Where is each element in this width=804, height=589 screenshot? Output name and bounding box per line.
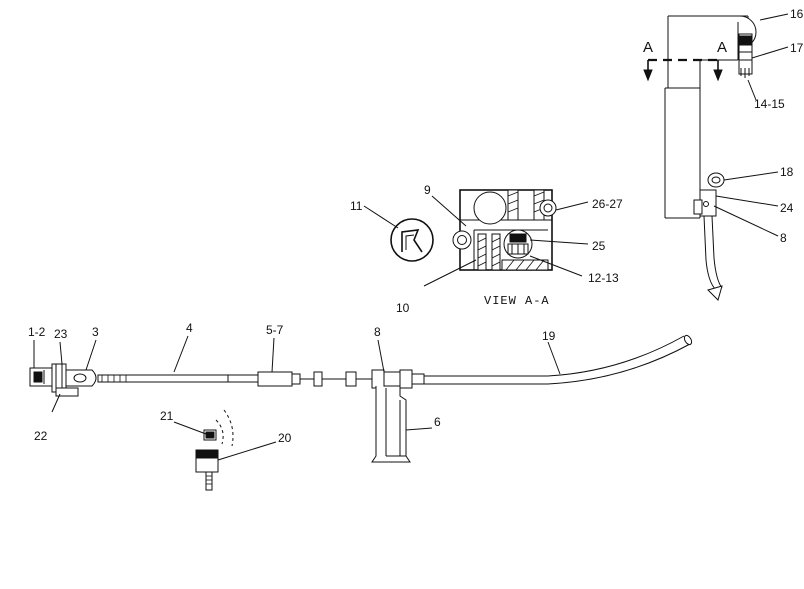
callout-18: 18 (780, 165, 794, 179)
callout-11: 11 (350, 199, 363, 213)
callout-14-15: 14-15 (754, 97, 785, 111)
callout-12-13: 12-13 (588, 271, 619, 285)
callout-19: 19 (542, 329, 556, 343)
callout-17: 17 (790, 41, 804, 55)
callout-5-7: 5-7 (266, 323, 284, 337)
main-leaders (33, 335, 561, 461)
callout-20: 20 (278, 431, 292, 445)
callout-10: 10 (396, 301, 410, 315)
mounting-bracket (371, 386, 411, 463)
section-marker-right: A (717, 39, 727, 56)
section-leaders (363, 195, 589, 287)
clip-detail-circle (390, 218, 434, 262)
callout-4: 4 (186, 321, 193, 335)
sleeve (257, 371, 293, 387)
callout-8-detail: 8 (780, 231, 787, 245)
labels: A A 16 17 14-15 18 24 8 9 11 10 26-27 25… (28, 7, 804, 445)
section-view (390, 189, 557, 271)
callout-22: 22 (34, 429, 48, 443)
callout-6: 6 (434, 415, 441, 429)
cable-assembly (29, 334, 693, 463)
upper-right-leaders (713, 13, 789, 237)
section-marker-left: A (643, 39, 653, 56)
callout-3: 3 (92, 325, 99, 339)
view-caption: VIEW A-A (484, 294, 550, 308)
callout-26-27: 26-27 (592, 197, 623, 211)
callout-1-2: 1-2 (28, 325, 46, 339)
cable-loop (707, 172, 725, 188)
callout-9: 9 (424, 183, 431, 197)
callout-23: 23 (54, 327, 68, 341)
callout-21: 21 (160, 409, 174, 423)
bracket-detail (643, 15, 757, 301)
callout-24: 24 (780, 201, 794, 215)
callout-8-main: 8 (374, 325, 381, 339)
callout-16: 16 (790, 7, 804, 21)
callout-25: 25 (592, 239, 606, 253)
bolt-assembly (195, 409, 234, 491)
